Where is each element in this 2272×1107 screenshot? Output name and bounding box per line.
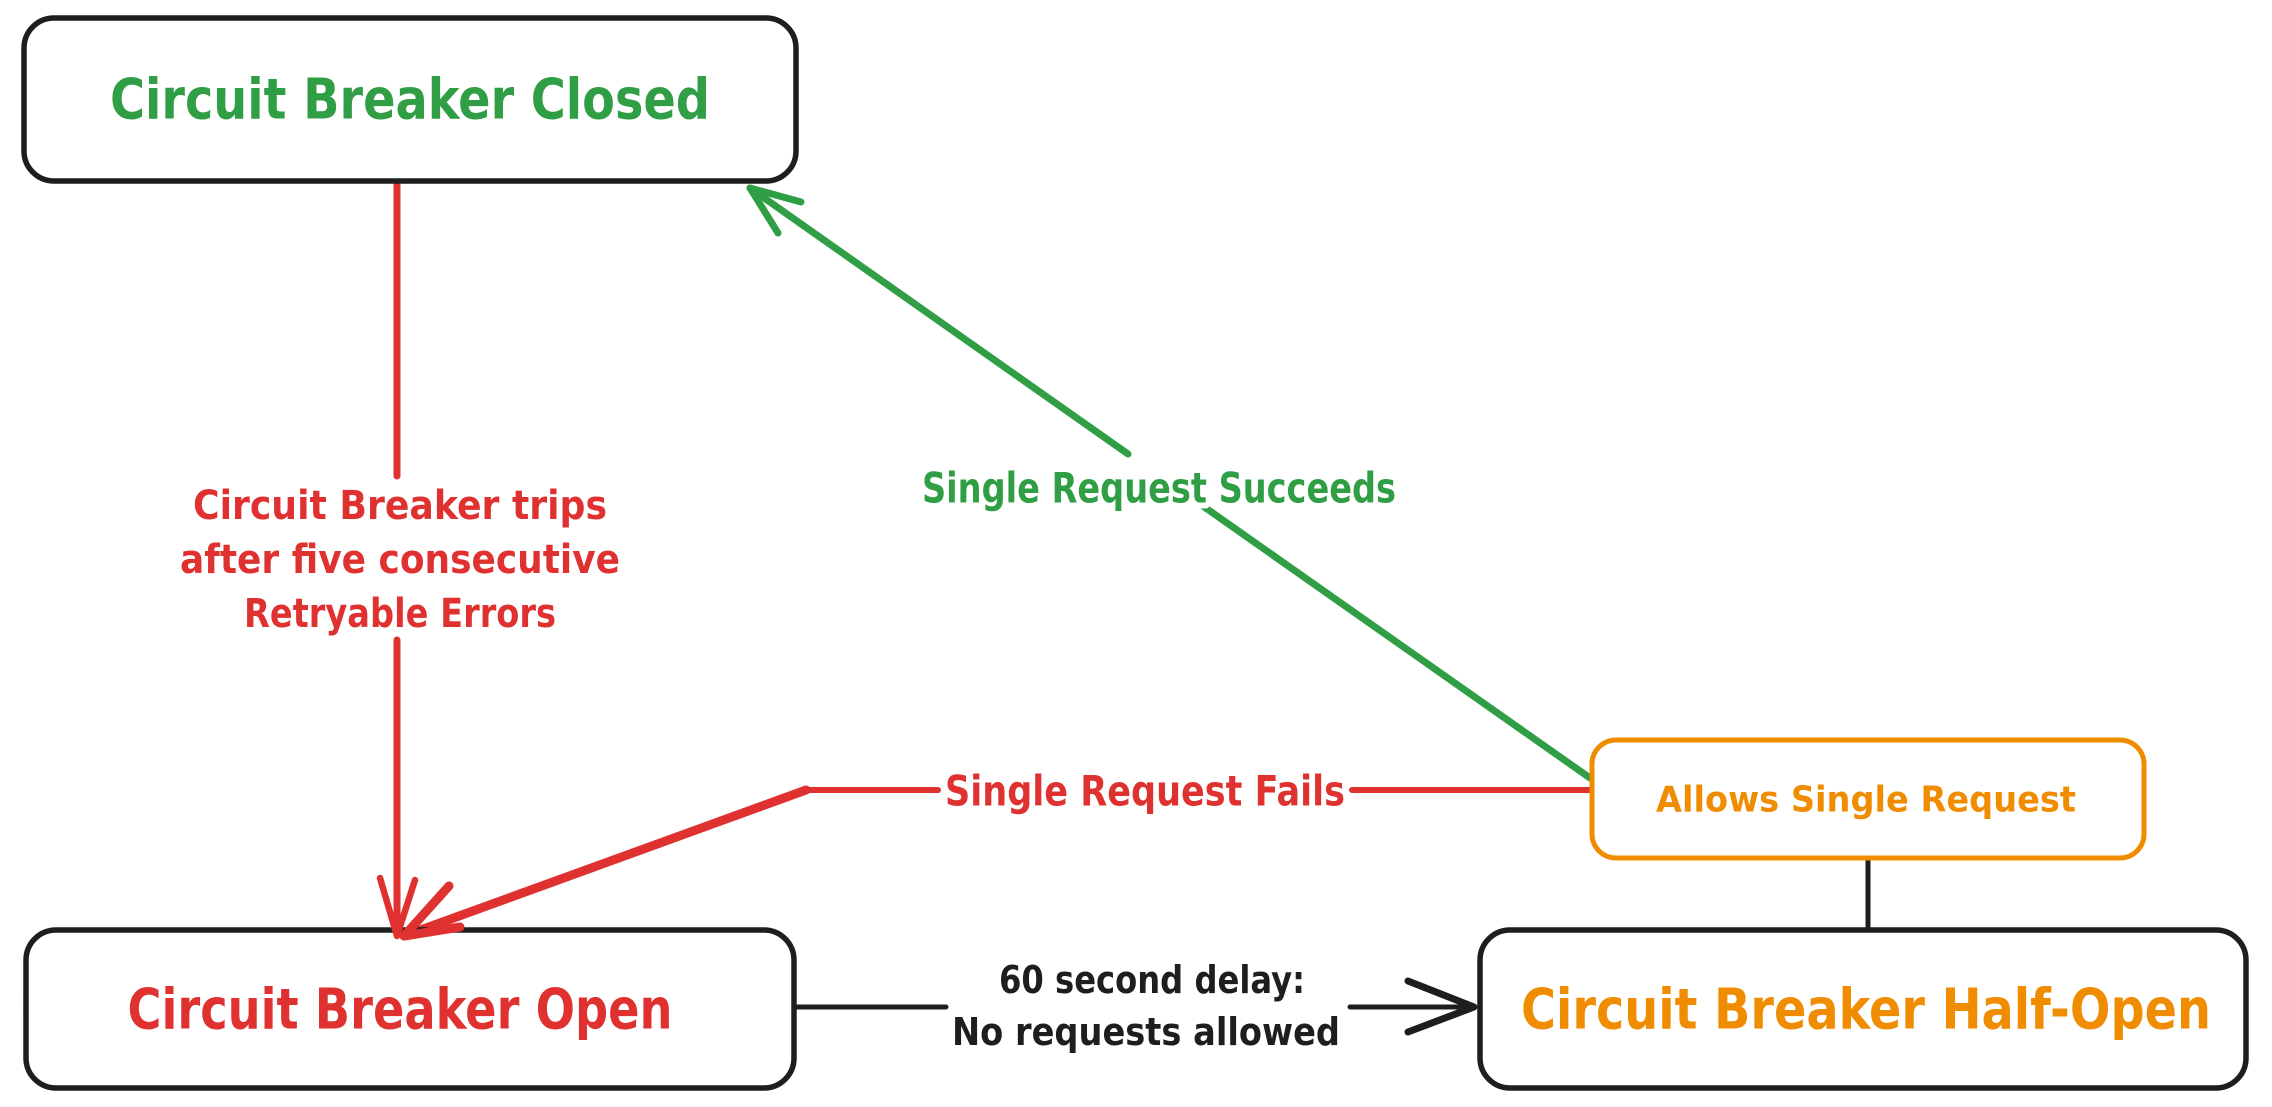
node-allow-single-request-label: Allows Single Request (1656, 780, 2076, 821)
edge-trips-label-line3: Retryable Errors (244, 591, 556, 637)
edge-delay-label-line1: 60 second delay: (999, 958, 1305, 1002)
edge-succeeds-label: Single Request Succeeds (922, 464, 1396, 513)
edge-fails-line-diagonal (399, 785, 811, 941)
node-halfopen-box (1477, 927, 2249, 1091)
edge-trips-label-line2: after five consecutive (180, 537, 620, 583)
node-closed-box (21, 15, 799, 184)
edge-succeeds-line-upper (746, 184, 1132, 458)
edge-fails-label: Single Request Fails (945, 767, 1345, 816)
node-open-label: Circuit Breaker Open (128, 978, 673, 1043)
edge-trips-label-line1: Circuit Breaker trips (193, 483, 607, 529)
node-closed-label: Circuit Breaker Closed (110, 68, 710, 133)
edge-fails-arrowhead (399, 881, 465, 941)
edge-trips-arrowhead (376, 874, 419, 940)
edge-succeeds-line-lower (1159, 474, 1594, 782)
edge-succeeds-arrowhead (746, 184, 805, 237)
node-halfopen-label: Circuit Breaker Half-Open (1521, 978, 2211, 1043)
edge-delay-label-line2: No requests allowed (952, 1010, 1340, 1054)
edge-delay-arrowhead (1404, 977, 1478, 1036)
node-allow-single-request-box (1589, 737, 2147, 861)
